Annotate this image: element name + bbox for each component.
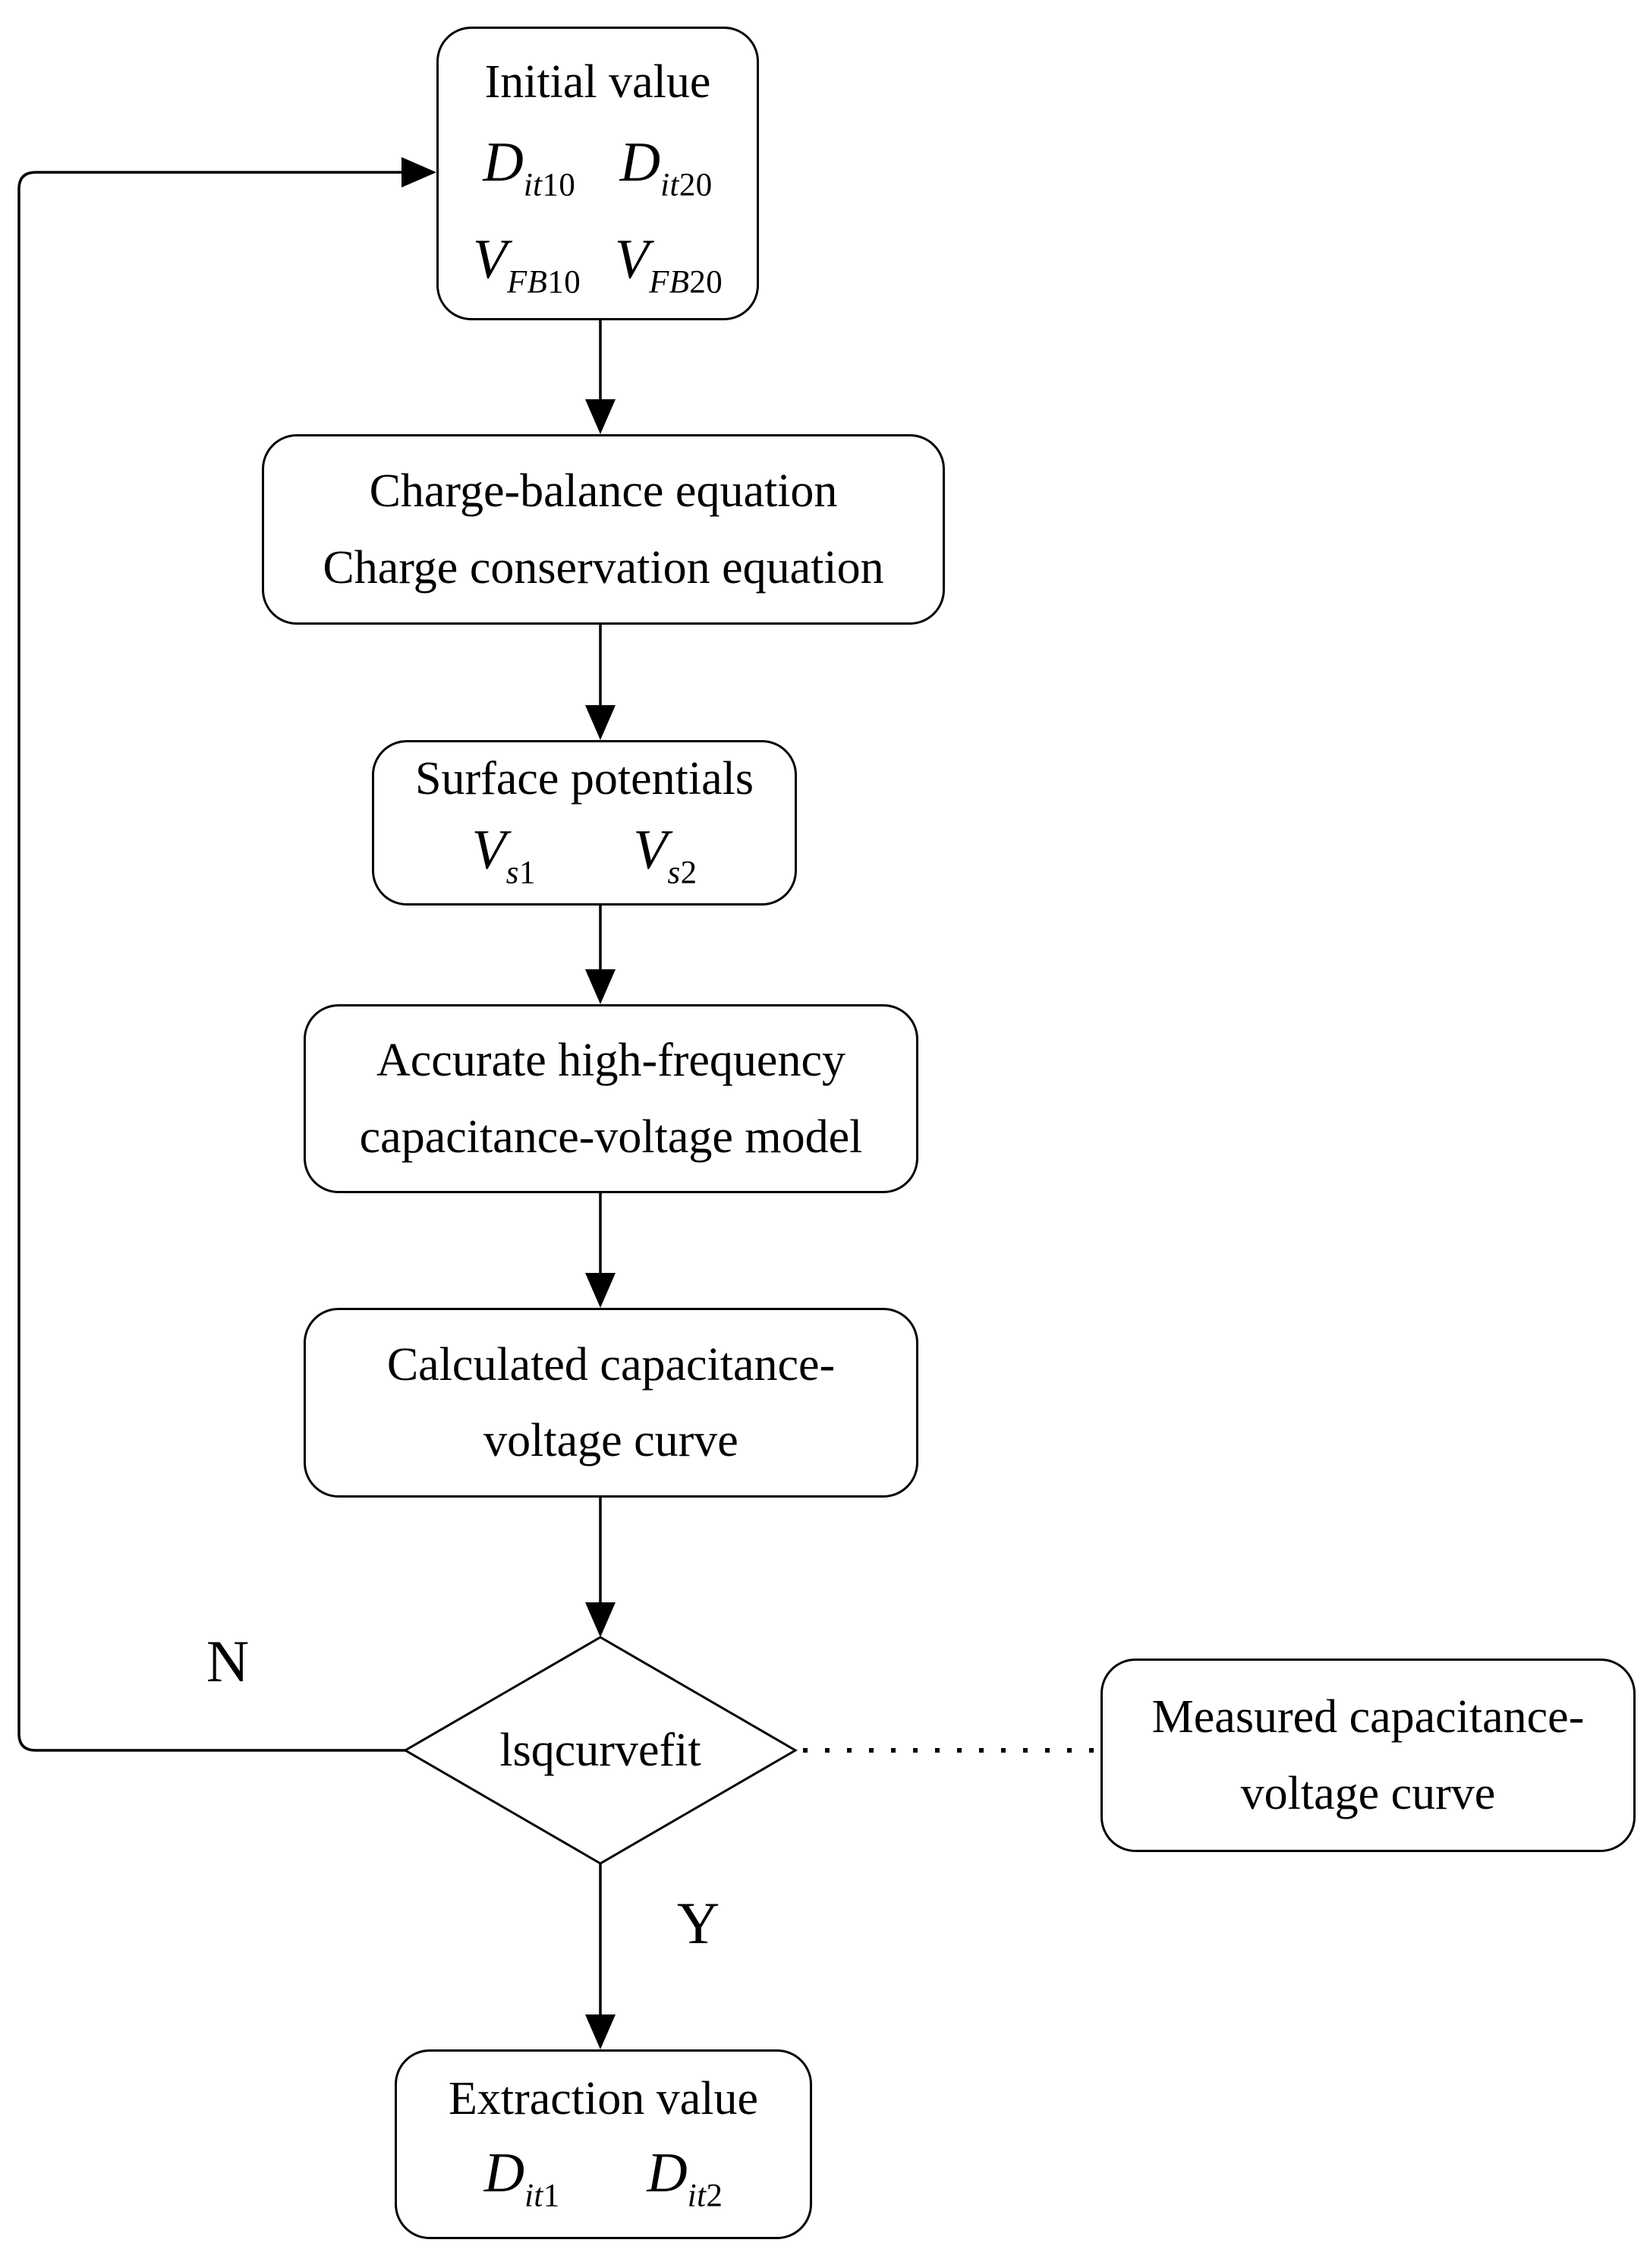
node-charge-line1: Charge-balance equation: [369, 465, 838, 518]
var-sub-number: 1: [543, 2178, 560, 2214]
node-measured-line1: Measured capacitance-: [1151, 1691, 1585, 1744]
node-measured-cv-curve: Measured capacitance- voltage curve: [1101, 1658, 1636, 1852]
var-vfb10: VFB10: [473, 232, 581, 299]
node-initial-value: Initial value Dit10 Dit20 VFB10 VFB20: [436, 27, 759, 320]
var-base: D: [483, 131, 524, 194]
arrow-decision-to-extraction-head: [585, 2014, 616, 2049]
decision-label-text: lsqcurvefit: [499, 1724, 701, 1776]
var-subscript: s2: [667, 855, 697, 891]
var-base: V: [633, 819, 668, 882]
var-sub-italic: s: [667, 855, 681, 891]
var-sub-number: 10: [542, 167, 576, 203]
var-subscript: it1: [524, 2178, 560, 2214]
var-base: V: [472, 228, 508, 291]
edge-label-yes: Y: [676, 1890, 720, 1956]
var-sub-number: 20: [689, 263, 723, 300]
var-subscript: it20: [660, 168, 712, 203]
var-base: V: [614, 228, 650, 291]
arrow-calculated-to-decision-head: [585, 1602, 616, 1637]
loop-line-no-arrowhead: [401, 157, 436, 187]
var-sub-italic: FB: [507, 263, 548, 300]
var-sub-italic: it: [524, 2178, 543, 2214]
edge-label-no: N: [206, 1628, 250, 1694]
var-sub-italic: it: [660, 167, 679, 203]
var-vs1: Vs1: [472, 822, 536, 890]
node-calculated-line1: Calculated capacitance-: [386, 1338, 836, 1391]
var-dit2: Dit2: [647, 2145, 723, 2213]
var-sub-italic: it: [687, 2178, 707, 2214]
surface-values-row: Vs1 Vs2: [374, 822, 795, 890]
extraction-values-row: Dit1 Dit2: [397, 2145, 810, 2213]
arrow-surface-to-model-head: [585, 969, 616, 1004]
node-model-line1: Accurate high-frequency: [376, 1035, 845, 1087]
initial-values-row-1: Dit10 Dit20: [439, 134, 757, 202]
arrow-initial-to-charge-head: [585, 399, 616, 434]
var-sub-number: 10: [547, 263, 581, 300]
var-sub-number: 2: [680, 855, 697, 891]
var-subscript: FB10: [507, 264, 581, 300]
var-base: D: [647, 2142, 688, 2205]
var-dit10: Dit10: [483, 134, 575, 202]
node-calculated-line2: voltage curve: [483, 1415, 738, 1466]
var-vs2: Vs2: [633, 822, 697, 890]
node-initial-title: Initial value: [484, 56, 711, 109]
node-extraction-title: Extraction value: [449, 2073, 758, 2125]
var-subscript: it2: [688, 2178, 723, 2214]
node-extraction-value: Extraction value Dit1 Dit2: [395, 2049, 812, 2239]
var-sub-number: 1: [518, 855, 536, 891]
var-sub-number: 2: [706, 2178, 723, 2214]
node-charge-balance: Charge-balance equation Charge conservat…: [262, 434, 945, 625]
decision-lsqcurvefit: lsqcurvefit: [405, 1637, 795, 1863]
var-dit20: Dit20: [620, 134, 713, 202]
loop-line-no: [17, 171, 405, 1752]
var-base: D: [483, 2142, 525, 2205]
var-sub-number: 20: [679, 167, 713, 203]
node-surface-title: Surface potentials: [415, 753, 754, 805]
initial-values-row-2: VFB10 VFB20: [439, 232, 757, 299]
node-measured-line2: voltage curve: [1240, 1767, 1496, 1819]
node-calculated-cv-curve: Calculated capacitance- voltage curve: [304, 1308, 918, 1498]
node-charge-line2: Charge conservation equation: [323, 541, 884, 594]
var-sub-italic: FB: [649, 263, 690, 300]
var-subscript: it10: [524, 168, 575, 203]
var-vfb20: VFB20: [615, 232, 723, 299]
var-sub-italic: it: [523, 167, 543, 203]
arrow-charge-to-surface-head: [585, 705, 616, 740]
var-dit1: Dit1: [484, 2145, 560, 2213]
var-subscript: FB20: [649, 264, 723, 300]
var-sub-italic: s: [505, 855, 519, 891]
arrow-model-to-calculated-head: [585, 1273, 616, 1308]
node-surface-potentials: Surface potentials Vs1 Vs2: [372, 740, 797, 906]
var-base: D: [619, 131, 661, 194]
node-model-line2: capacitance-voltage model: [359, 1110, 863, 1163]
node-hf-cv-model: Accurate high-frequency capacitance-volt…: [304, 1004, 918, 1193]
var-subscript: s1: [506, 855, 536, 891]
var-base: V: [471, 819, 506, 882]
